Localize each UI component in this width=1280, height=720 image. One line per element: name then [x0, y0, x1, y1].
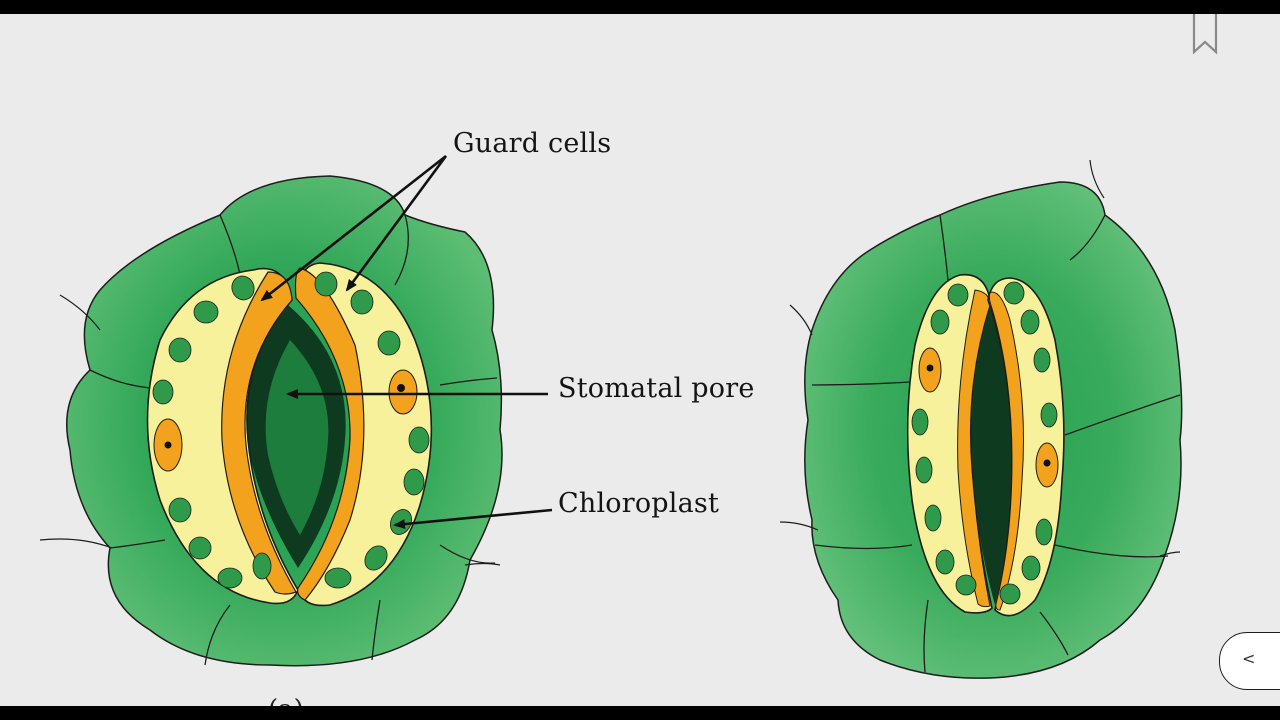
closed-stoma — [779, 159, 1183, 679]
leader-lines — [260, 154, 553, 530]
arrow-chloroplast — [393, 508, 553, 530]
diagram-canvas: (a) — [0, 14, 1280, 706]
chloroplast-label: Chloroplast — [558, 488, 720, 519]
chevron-left-icon: < — [1242, 649, 1256, 668]
guard-cell-left — [146, 267, 299, 605]
collapse-panel-button[interactable]: < — [1219, 632, 1280, 690]
arrow-guard-cell-right — [345, 155, 448, 292]
stomata-diagram: (a) — [39, 154, 1183, 706]
guard-cell-right-closed-right — [987, 277, 1065, 617]
stomatal-pore-right — [970, 300, 1012, 605]
subfigure-label-a: (a) — [268, 695, 304, 706]
bookmark-icon[interactable] — [1190, 14, 1220, 56]
arrow-guard-cell-left — [260, 154, 447, 302]
guard-cell-right-closed-left — [906, 273, 993, 614]
open-stoma: (a) — [39, 175, 503, 706]
stomatal-pore-label: Stomatal pore — [558, 373, 755, 404]
guard-cells-label: Guard cells — [453, 128, 612, 159]
